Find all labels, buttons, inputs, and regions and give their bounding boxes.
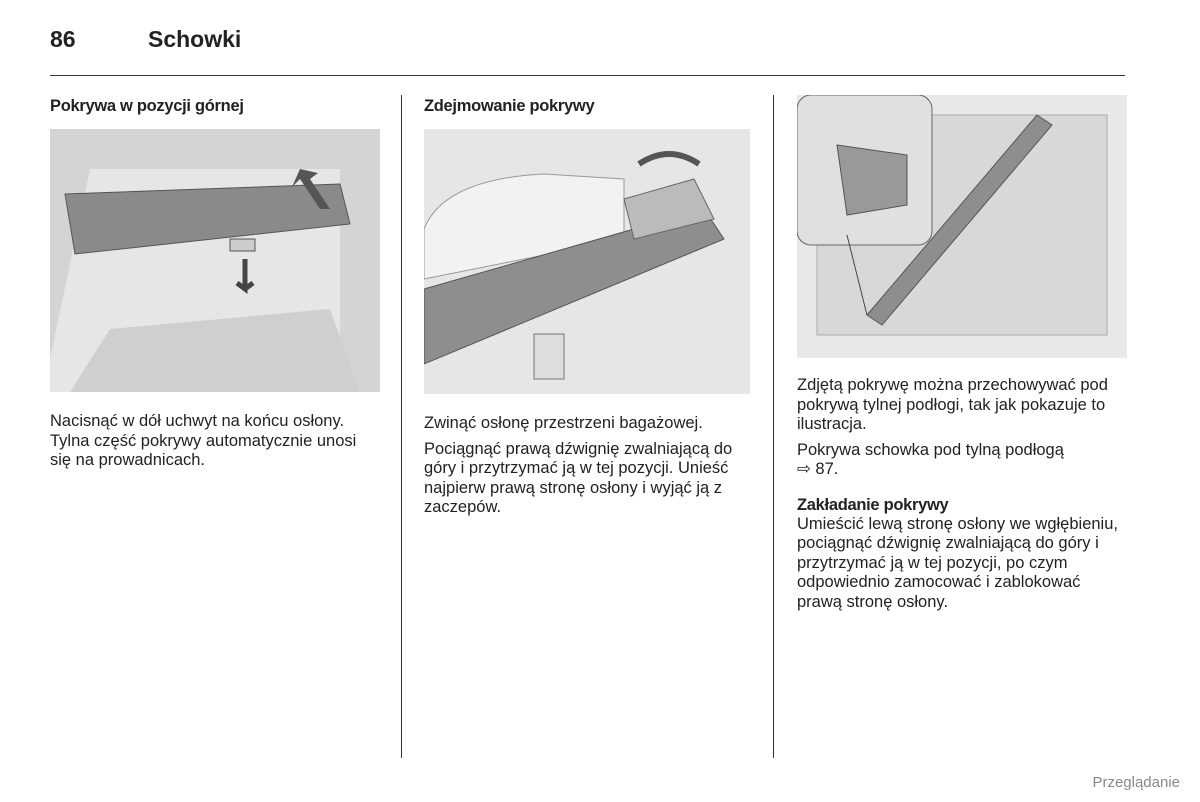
cross-reference: Pokrywa schowka pod tylną podłogą⇨ 87. <box>797 441 1127 480</box>
subheading: Zakładanie pokrywy <box>797 495 949 514</box>
page-number: 86 <box>50 26 76 52</box>
luggage-cover-stowed-illustration <box>797 95 1127 358</box>
header-rule <box>50 75 1125 76</box>
heading: Pokrywa w pozycji górnej <box>50 97 244 115</box>
column-1: Pokrywa w pozycji górnej Nacisnąć w dół … <box>50 97 380 477</box>
luggage-cover-removal-illustration <box>424 129 750 394</box>
column-2: Zdejmowanie pokrywy Zwinąć osłonę przest… <box>424 97 750 524</box>
paragraph: Zdjętą pokrywę można przechowywać pod po… <box>797 376 1108 433</box>
luggage-cover-raised-illustration <box>50 129 380 392</box>
footer-label: Przeglądanie <box>1092 774 1180 791</box>
paragraph: Nacisnąć w dół uchwyt na końcu osłony. T… <box>50 412 357 469</box>
cross-reference-page[interactable]: 87. <box>815 460 839 478</box>
column-divider <box>773 95 774 758</box>
column-divider <box>401 95 402 758</box>
paragraph: Pociągnąć prawą dźwignię zwalniającą do … <box>424 439 733 517</box>
paragraph: Umieścić lewą stronę osłony we wgłębieni… <box>797 514 1118 611</box>
column-3: Zdjętą pokrywę można przechowywać pod po… <box>797 95 1127 618</box>
section-title: Schowki <box>148 26 242 52</box>
arrow-right-icon: ⇨ <box>797 460 811 478</box>
heading: Zdejmowanie pokrywy <box>424 97 595 115</box>
paragraph: Zwinąć osłonę przestrzeni bagażowej. <box>424 414 703 432</box>
cross-reference-text: Pokrywa schowka pod tylną podłogą <box>797 440 1064 459</box>
